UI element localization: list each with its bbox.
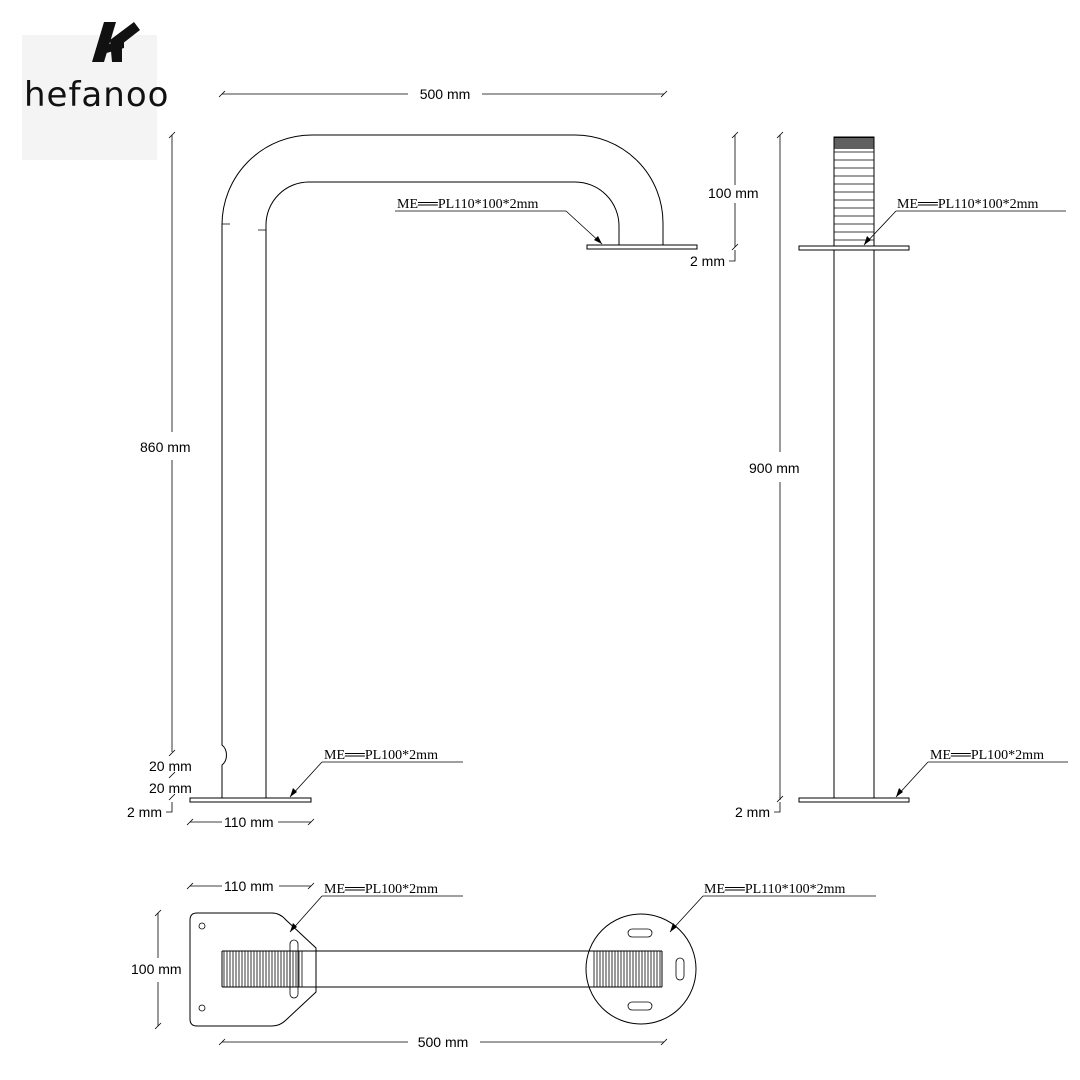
side-flange-dim: 100 mm — [708, 185, 759, 201]
top-left-plate — [189, 912, 317, 1027]
top-length-dim: 500 mm — [418, 1034, 469, 1050]
side-base-width-dim: 110 mm — [224, 814, 274, 830]
front-top-plate-label: ME══PL110*100*2mm — [897, 197, 1039, 212]
front-base-plate — [798, 797, 910, 803]
bolt-hole-icon — [198, 1004, 206, 1012]
side-height-dim: 860 mm — [140, 439, 191, 455]
side-base-plate — [189, 797, 312, 803]
brand-name: hefanoo — [24, 75, 169, 115]
front-base-plate-thk: 2 mm — [735, 804, 770, 820]
slot-icon — [627, 928, 653, 938]
side-view: 500 mm ME══PL110*100*2mm 100 mm 2 mm 860… — [127, 86, 759, 830]
side-base-plate-thk: 2 mm — [127, 804, 162, 820]
bolt-hole-icon — [198, 922, 206, 930]
side-top-plate — [586, 244, 698, 250]
side-base-plate-label: ME══PL100*2mm — [324, 748, 438, 763]
top-right-plate-label: ME══PL110*100*2mm — [704, 882, 846, 897]
side-notch-dim-1: 20 mm — [149, 758, 192, 774]
pipe-outer — [221, 134, 664, 800]
logo-mark-icon — [92, 22, 140, 62]
side-top-plate-thk: 2 mm — [690, 253, 725, 269]
side-top-plate-label: ME══PL110*100*2mm — [397, 197, 539, 212]
front-base-plate-label: ME══PL100*2mm — [930, 748, 1044, 763]
front-height-dim: 900 mm — [749, 460, 800, 476]
logo-background — [22, 35, 157, 160]
brand-logo: hefanoo — [22, 22, 169, 160]
pipe-inner — [265, 181, 620, 800]
side-width-dim: 500 mm — [420, 86, 471, 102]
top-plate-width-dim: 110 mm — [224, 878, 274, 894]
side-notch-dim-2: 20 mm — [149, 780, 192, 796]
top-plate-height-dim: 100 mm — [131, 961, 182, 977]
front-top-plate — [798, 245, 910, 251]
top-round-plate — [585, 913, 697, 1025]
front-ribs — [834, 137, 874, 241]
slot-icon — [289, 939, 299, 999]
top-ribs-right — [593, 951, 661, 987]
front-view: ME══PL110*100*2mm 900 mm 2 mm ME══PL100*… — [735, 131, 1068, 820]
top-view: 110 mm ME══PL100*2mm ME══PL110*100*2mm 1… — [131, 878, 876, 1050]
top-ribs-left — [223, 951, 303, 987]
top-left-plate-label: ME══PL100*2mm — [324, 882, 438, 897]
slot-icon — [627, 1001, 653, 1011]
slot-icon — [675, 957, 685, 981]
